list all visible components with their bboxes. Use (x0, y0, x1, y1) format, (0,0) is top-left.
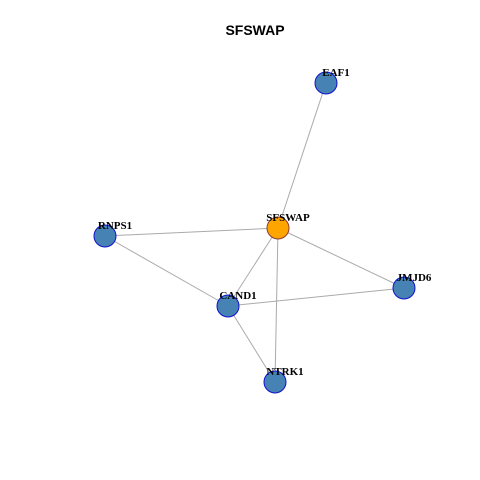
node-label-ntrk1: NTRK1 (266, 366, 303, 378)
edge-sfswap-ntrk1 (274, 227, 279, 383)
node-ntrk1[interactable] (263, 370, 287, 394)
node-sfswap[interactable] (266, 216, 290, 240)
node-eaf1[interactable] (314, 71, 338, 95)
edge-sfswap-eaf1 (277, 82, 327, 229)
diagram-title: SFSWAP (225, 22, 284, 38)
node-jmjd6[interactable] (392, 276, 416, 300)
edge-rnps1-cand1 (104, 235, 229, 307)
edge-cand1-jmjd6 (227, 287, 405, 307)
node-rnps1[interactable] (93, 224, 117, 248)
node-label-jmjd6: JMJD6 (397, 272, 432, 284)
edges-layer (104, 82, 405, 383)
node-label-eaf1: EAF1 (322, 67, 350, 79)
edge-cand1-ntrk1 (227, 305, 276, 383)
nodes-layer (93, 71, 416, 394)
edge-sfswap-cand1 (227, 227, 279, 307)
node-label-sfswap: SFSWAP (266, 212, 310, 224)
node-label-rnps1: RNPS1 (98, 220, 132, 232)
node-cand1[interactable] (216, 294, 240, 318)
edge-sfswap-jmjd6 (277, 227, 405, 289)
edge-sfswap-rnps1 (104, 227, 279, 237)
node-label-cand1: CAND1 (219, 290, 256, 302)
